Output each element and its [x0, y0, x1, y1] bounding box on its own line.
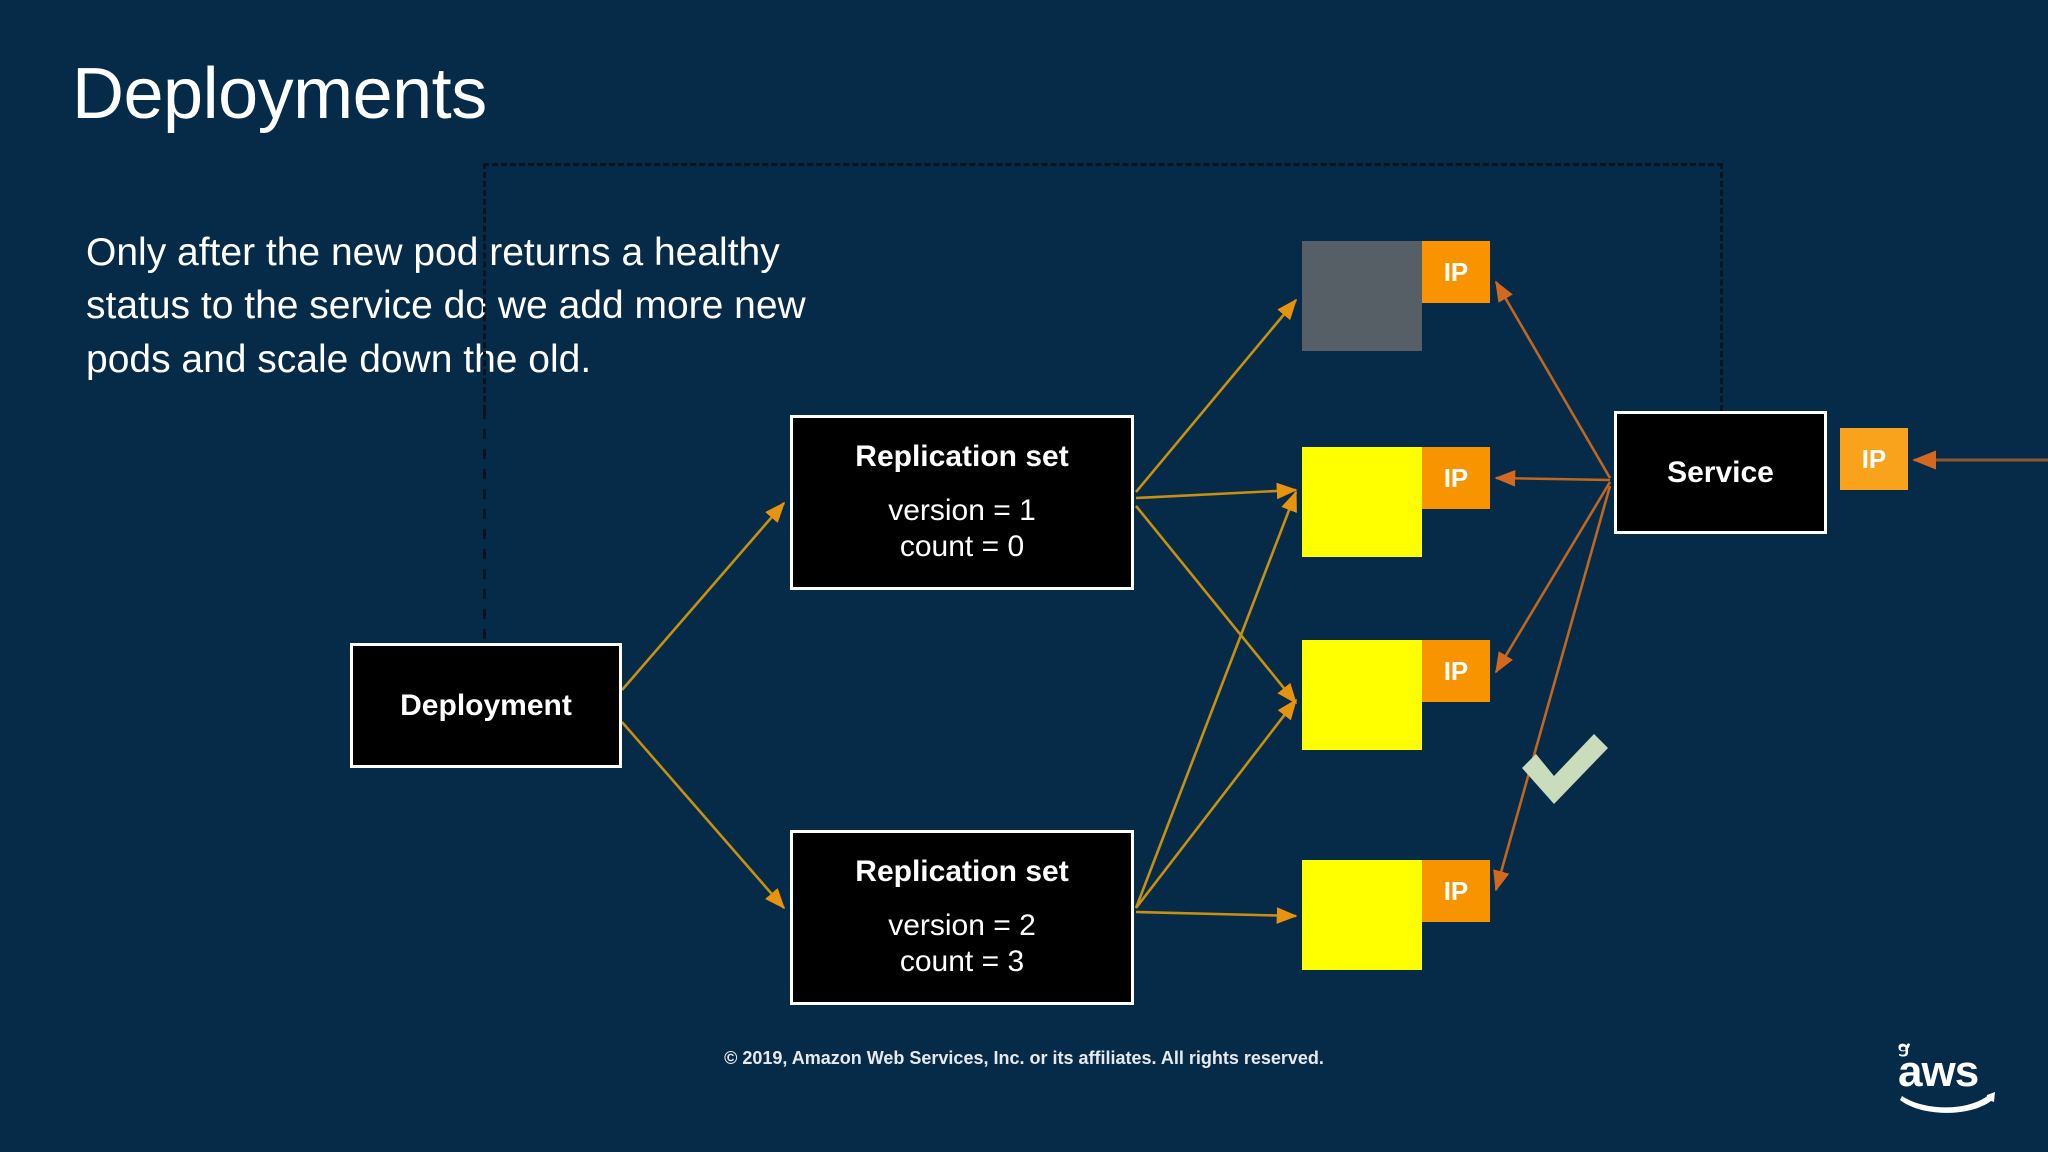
pod-active-3[interactable]: [1302, 640, 1422, 750]
body-line-2: status to the service do we add more new: [86, 284, 806, 328]
body-line-3: pods and scale down the old.: [86, 337, 592, 381]
check-icon: [1522, 734, 1608, 804]
aws-logo: aws: [1898, 1043, 1995, 1113]
ip-badge-service: IP: [1840, 428, 1908, 490]
cluster-boundary-dashed: [483, 163, 1723, 411]
body-line-1: Only after the new pod returns a healthy: [86, 231, 780, 274]
replication-set-2-details: version = 2 count = 3: [888, 908, 1036, 980]
replication-set-1-title: Replication set: [855, 440, 1069, 473]
node-replication-set-2[interactable]: Replication set version = 2 count = 3: [790, 830, 1134, 1005]
node-service[interactable]: Service: [1614, 411, 1827, 534]
svg-text:aws: aws: [1898, 1047, 1978, 1096]
ip-badge-pod-1: IP: [1422, 241, 1490, 303]
cluster-boundary-left-edge: [483, 409, 486, 649]
replication-set-1-details: version = 1 count = 0: [888, 493, 1036, 565]
pod-active-2[interactable]: [1302, 447, 1422, 557]
replication-set-2-version: version = 2: [888, 909, 1036, 942]
ip-badge-pod-3: IP: [1422, 640, 1490, 702]
deployment-label: Deployment: [400, 689, 572, 722]
ip-badge-pod-4: IP: [1422, 860, 1490, 922]
node-replication-set-1[interactable]: Replication set version = 1 count = 0: [790, 415, 1134, 590]
body-paragraph: Only after the new pod returns a healthy…: [86, 226, 986, 386]
ip-badge-pod-2: IP: [1422, 447, 1490, 509]
replication-set-1-count: count = 0: [899, 530, 1025, 563]
replication-set-2-count: count = 3: [899, 945, 1025, 978]
replication-set-1-version: version = 1: [888, 494, 1036, 527]
pod-old-inactive[interactable]: [1302, 241, 1422, 351]
page-title: Deployments: [72, 54, 487, 134]
footer-copyright: © 2019, Amazon Web Services, Inc. or its…: [724, 1048, 1324, 1068]
node-deployment[interactable]: Deployment: [350, 643, 622, 768]
service-label: Service: [1667, 456, 1774, 489]
replication-set-2-title: Replication set: [855, 855, 1069, 888]
pod-active-4[interactable]: [1302, 860, 1422, 970]
